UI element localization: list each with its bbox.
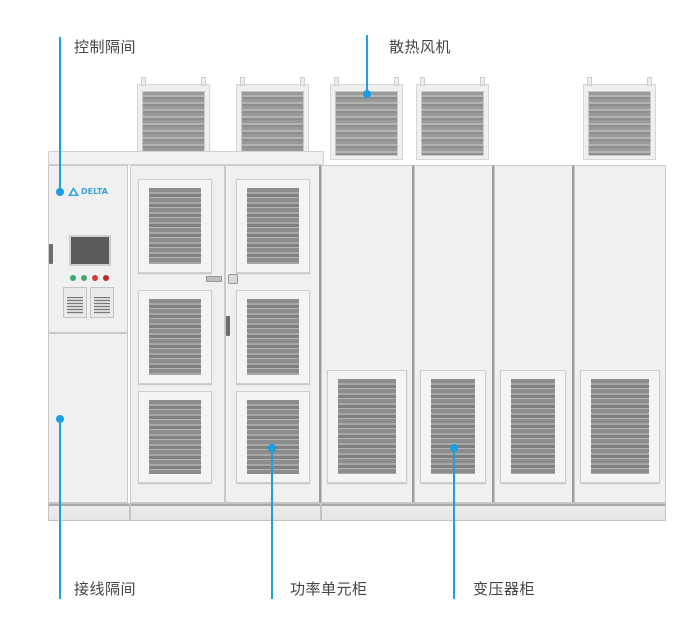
cooling-fan-1 (137, 77, 210, 160)
fan-mount-post (420, 77, 425, 86)
fan-grill (335, 91, 398, 156)
transformer-vent-frame (327, 370, 407, 483)
door-handle[interactable] (226, 316, 230, 336)
fan-mount-post (647, 77, 652, 86)
pointer-dot-fans (363, 90, 371, 98)
transformer-vent-frame (580, 370, 660, 483)
fan-grill (588, 91, 651, 156)
fan-grill (421, 91, 484, 156)
indicator-lamp-red-2 (103, 275, 109, 281)
brand-logo-text: DELTA (81, 187, 108, 196)
power-vent-grill (247, 299, 299, 375)
door-lock[interactable] (228, 274, 238, 284)
leader-line-control (59, 37, 61, 192)
cooling-fan-5 (583, 77, 656, 160)
fan-mount-post (334, 77, 339, 86)
fan-mount-post (300, 77, 305, 86)
power-vent-frame (236, 179, 310, 273)
cooling-fan-4 (416, 77, 489, 160)
label-transformer-cabinet: 变压器柜 (473, 580, 536, 598)
fan-mount-post (141, 77, 146, 86)
door-handle[interactable] (49, 244, 53, 264)
power-vent-grill (247, 400, 299, 474)
power-vent-frame (138, 179, 212, 273)
power-vent-frame (138, 391, 212, 483)
cabinet-base-control (48, 503, 130, 521)
fan-mount-post (201, 77, 206, 86)
power-vent-frame (138, 290, 212, 384)
leader-line-power (271, 448, 273, 599)
power-vent-grill (149, 299, 201, 375)
transformer-vent-grill (511, 379, 555, 474)
indicator-lamp-red-1 (92, 275, 98, 281)
filter-slats (67, 297, 83, 314)
transformer-vent-frame (500, 370, 566, 483)
power-vent-frame (236, 290, 310, 384)
power-vent-grill (247, 188, 299, 264)
air-filter-1 (63, 287, 87, 318)
power-vent-grill (149, 188, 201, 264)
power-vent-grill (149, 400, 201, 474)
cabinet-top-band (48, 151, 324, 165)
fan-mount-post (587, 77, 592, 86)
power-vent-frame (236, 391, 310, 483)
pointer-dot-control (56, 188, 64, 196)
cabinet-base-transformer (321, 503, 666, 521)
cabinet-base-power (130, 503, 321, 521)
label-cooling-fans: 散热风机 (389, 38, 452, 56)
fan-mount-post (394, 77, 399, 86)
filter-slats (94, 297, 110, 314)
leader-line-wiring (59, 419, 61, 599)
transformer-vent-grill (591, 379, 649, 474)
fan-mount-post (480, 77, 485, 86)
fan-grill (142, 91, 205, 156)
air-filter-2 (90, 287, 114, 318)
indicator-lamp-green-2 (81, 275, 87, 281)
leader-line-fans (366, 35, 368, 94)
hmi-touch-screen[interactable] (69, 235, 111, 266)
leader-line-transformer (453, 448, 455, 599)
door-latch[interactable] (206, 276, 222, 282)
cooling-fan-2 (236, 77, 309, 160)
transformer-vent-grill (338, 379, 396, 474)
brand-logo: DELTA (68, 187, 108, 196)
fan-mount-post (240, 77, 245, 86)
indicator-lamp-green-1 (70, 275, 76, 281)
delta-triangle-icon (68, 187, 79, 196)
label-power-cell-cabinet: 功率单元柜 (290, 580, 368, 598)
fan-grill (241, 91, 304, 156)
label-control-compartment: 控制隔间 (74, 38, 137, 56)
label-wiring-compartment: 接线隔间 (74, 580, 137, 598)
